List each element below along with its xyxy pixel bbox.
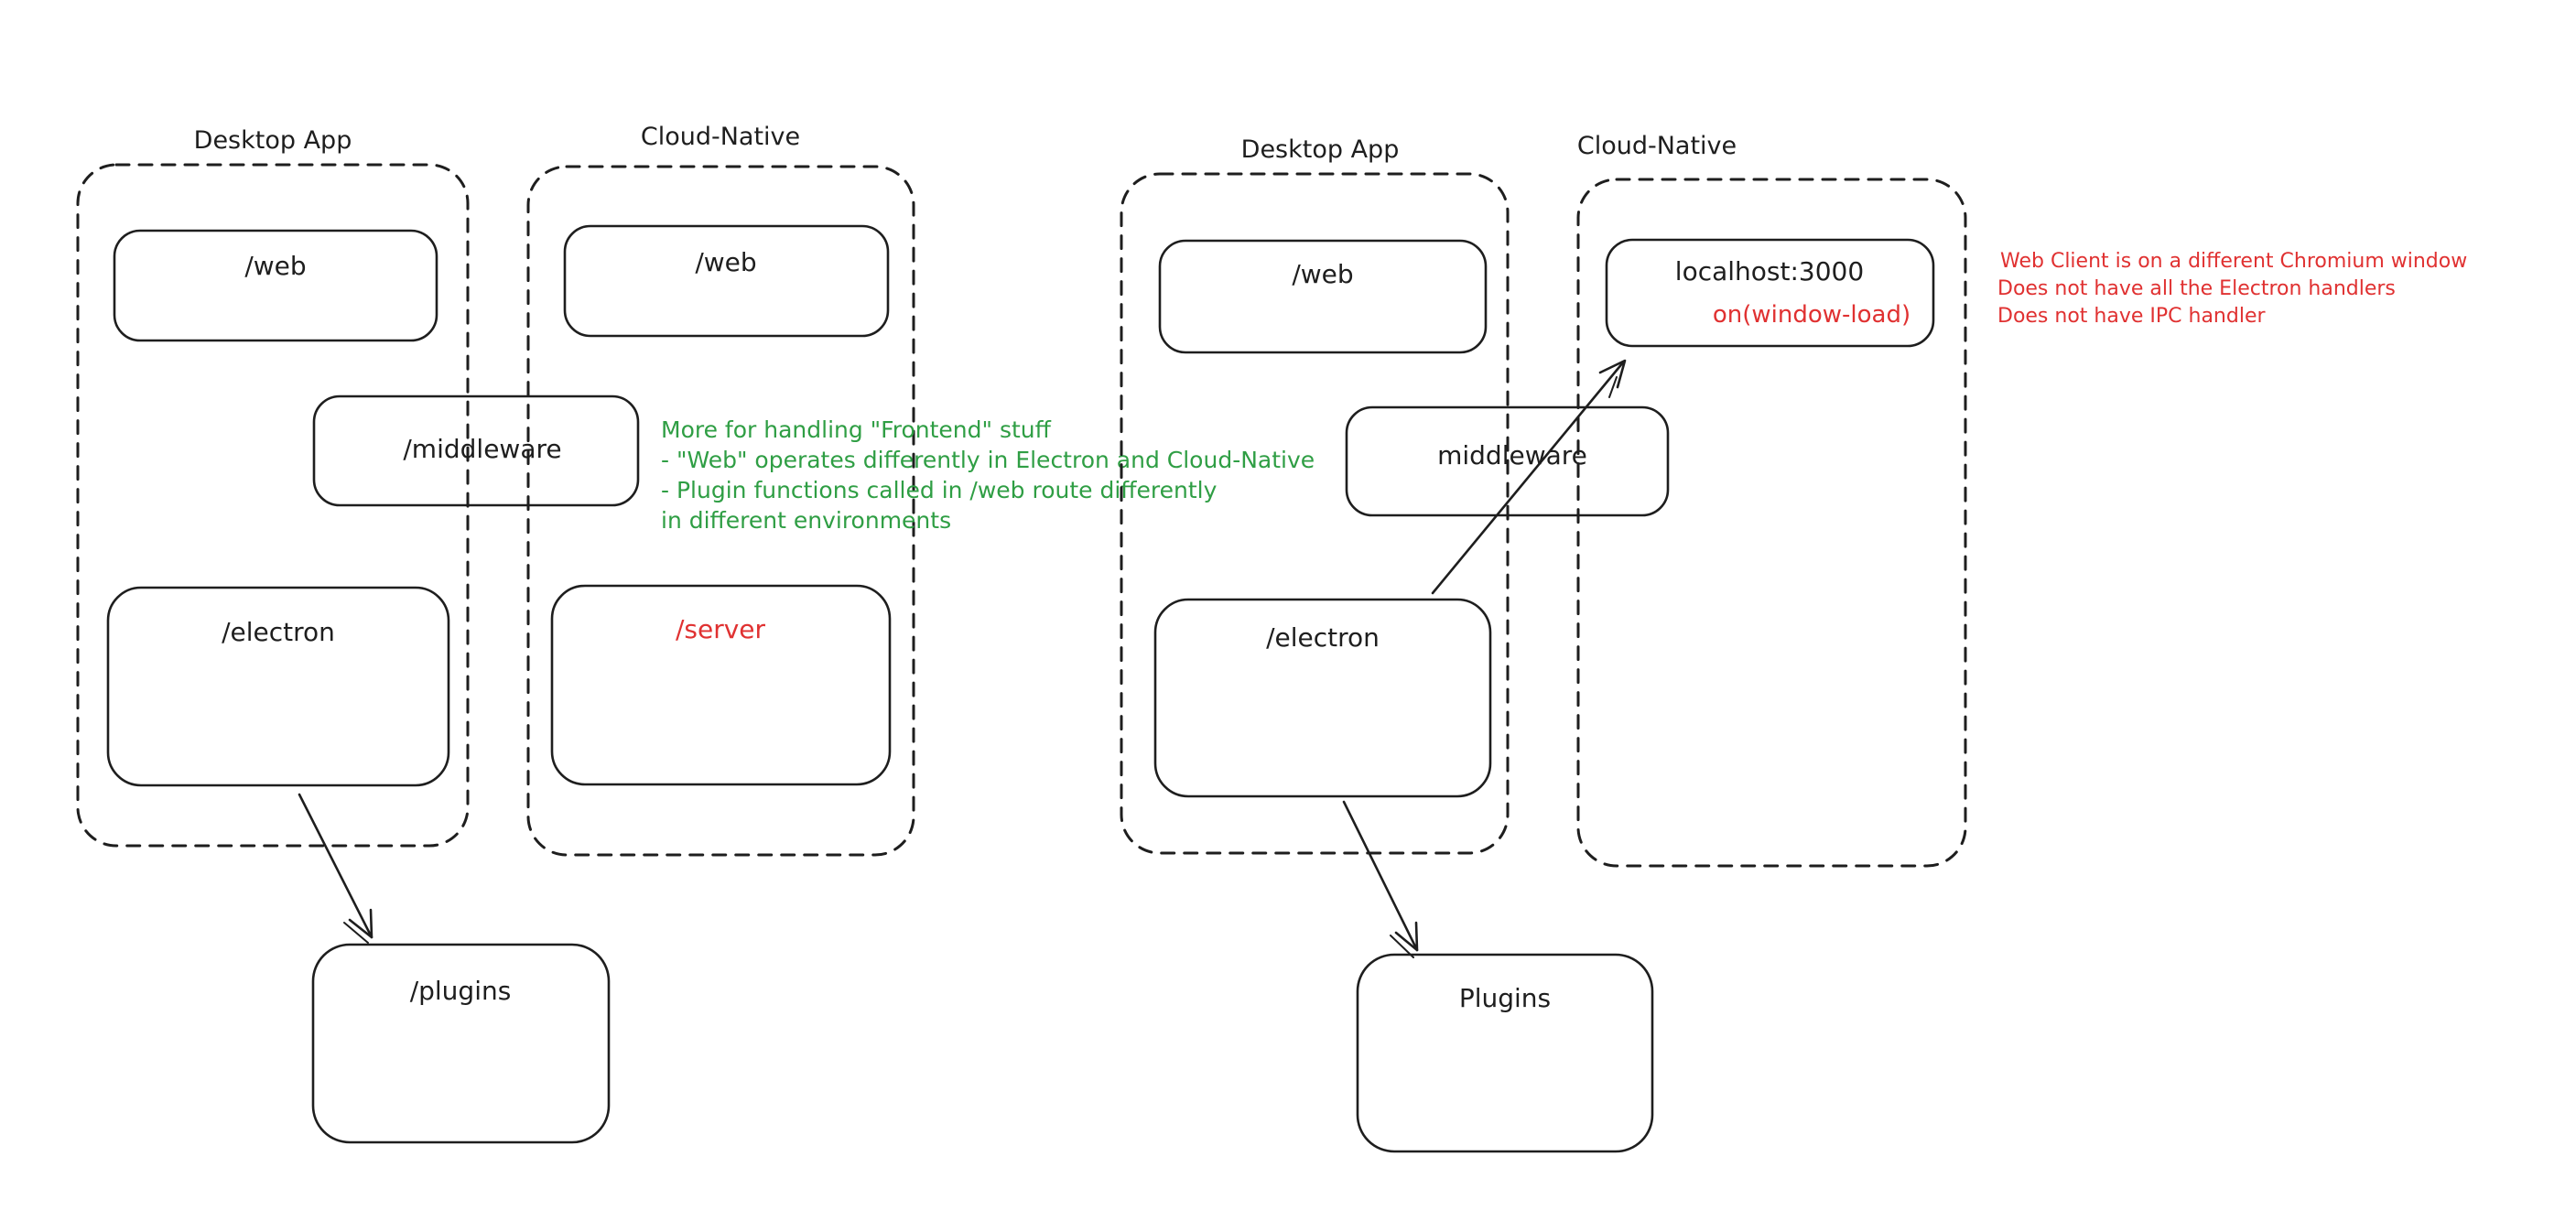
left-electron-to-plugins-arrow — [298, 793, 373, 944]
left-plugins-box-label: /plugins — [410, 976, 512, 1006]
left-cloud-web-box — [563, 224, 890, 338]
left-plugins-box — [311, 943, 611, 1144]
left-server-box-label: /server — [676, 614, 766, 644]
left-middleware-box — [312, 394, 640, 507]
right-electron-box-label: /electron — [1266, 622, 1380, 653]
left-server-box — [550, 584, 892, 786]
green-annotation-line-4: in different environments — [661, 507, 951, 534]
left-electron-box — [106, 586, 450, 787]
green-annotation-line-1: More for handling "Frontend" stuff — [661, 416, 1052, 443]
right-middleware-box-label: middleware — [1437, 440, 1587, 470]
right-cloud-native-label: Cloud-Native — [1577, 132, 1737, 160]
right-web-box — [1158, 239, 1488, 354]
right-localhost-box-label: localhost:3000 — [1675, 256, 1864, 286]
left-cloud-native-label: Cloud-Native — [641, 123, 800, 151]
left-cloud-web-box-label: /web — [695, 247, 756, 277]
right-web-box-label: /web — [1292, 259, 1353, 289]
right-localhost-box-sub-label: on(window-load) — [1713, 301, 1910, 329]
right-plugins-box-label: Plugins — [1459, 983, 1551, 1013]
right-electron-to-localhost-arrow — [1431, 359, 1627, 595]
red-annotation: Web Client is on a different Chromium wi… — [1997, 250, 2467, 328]
right-desktop-app-label: Desktop App — [1241, 135, 1400, 164]
left-cloud-native-container — [526, 165, 915, 857]
right-middleware-box — [1345, 405, 1670, 517]
right-localhost-box — [1605, 238, 1935, 348]
left-electron-box-label: /electron — [222, 617, 335, 647]
left-desktop-web-box-label: /web — [244, 251, 306, 281]
green-annotation: More for handling "Frontend" stuff - "We… — [661, 416, 1315, 534]
red-annotation-line-1: Web Client is on a different Chromium wi… — [2000, 250, 2467, 273]
right-electron-box — [1153, 598, 1492, 798]
right-electron-to-plugins-arrow — [1342, 800, 1419, 958]
right-diagram-group: Desktop App Cloud-Native /web localhost:… — [1120, 132, 2467, 1153]
red-annotation-line-2: Does not have all the Electron handlers — [1997, 277, 2396, 300]
right-cloud-native-container — [1576, 178, 1967, 868]
left-middleware-box-label: /middleware — [403, 434, 561, 464]
right-desktop-app-container — [1120, 172, 1510, 855]
green-annotation-line-2: - "Web" operates differently in Electron… — [661, 447, 1315, 473]
right-plugins-box — [1356, 953, 1654, 1153]
red-annotation-line-3: Does not have IPC handler — [1997, 305, 2266, 328]
left-desktop-web-box — [113, 229, 438, 342]
green-annotation-line-3: - Plugin functions called in /web route … — [661, 477, 1218, 503]
left-diagram-group: Desktop App Cloud-Native /web /web /midd… — [76, 123, 1315, 1144]
left-desktop-app-label: Desktop App — [194, 126, 352, 155]
